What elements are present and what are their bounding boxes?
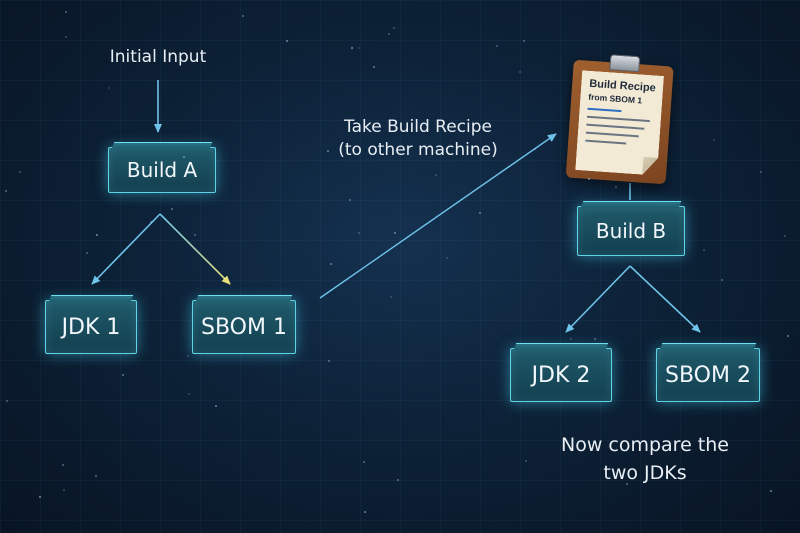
arrow-sbom-1-to-recipe [319, 133, 557, 299]
sparkle-dot [519, 71, 521, 73]
sparkle-dot [626, 483, 628, 485]
sparkle-dot [330, 263, 332, 265]
transfer-recipe-label: Take Build Recipe (to other machine) [318, 116, 518, 162]
node-jdk-1: JDK 1 [45, 300, 137, 354]
sparkle-dot [534, 148, 536, 150]
sparkle-dot [496, 45, 498, 47]
sparkle-dot [63, 489, 65, 491]
sparkle-dot [661, 89, 663, 91]
sparkle-dot [713, 139, 715, 141]
sparkle-dot [397, 479, 399, 481]
sparkle-dot [39, 496, 41, 498]
sparkle-dot [394, 232, 396, 234]
initial-input-label: Initial Input [109, 47, 207, 67]
sparkle-dot [194, 234, 196, 236]
sparkle-dot [150, 221, 152, 223]
sparkle-dot [446, 257, 448, 259]
sparkle-dot [5, 190, 7, 192]
sparkle-dot [327, 150, 329, 152]
sparkle-dot [188, 393, 190, 395]
sparkle-dot [286, 40, 288, 42]
sparkle-dot [183, 156, 185, 158]
sparkle-dot [215, 405, 217, 407]
sparkle-dot [6, 400, 8, 402]
arrow-build-b-to-sbom-2 [629, 265, 701, 333]
sparkle-dot [358, 47, 360, 49]
sparkle-dot [358, 232, 360, 234]
sparkle-dot [388, 33, 390, 35]
recipe-line [587, 116, 650, 122]
node-build-b: Build B [577, 206, 685, 256]
sparkle-dot [787, 335, 789, 337]
arrow-build-b-to-jdk-2 [565, 265, 631, 333]
transfer-recipe-label-line-2: (to other machine) [338, 139, 498, 160]
sparkle-dot [525, 460, 527, 462]
node-sbom-1-label: SBOM 1 [201, 314, 287, 340]
transfer-recipe-label-line-1: Take Build Recipe [344, 117, 492, 137]
sparkle-dot [661, 446, 663, 448]
sparkle-dot [328, 360, 330, 362]
node-sbom-1: SBOM 1 [192, 300, 296, 354]
sparkle-dot [65, 36, 67, 38]
sparkle-dot [784, 235, 786, 237]
sparkle-dot [363, 461, 365, 463]
sparkle-dot [171, 208, 173, 210]
sparkle-dot [86, 252, 88, 254]
sparkle-dot [373, 66, 375, 68]
recipe-subtitle: from SBOM 1 [588, 91, 643, 106]
sparkle-dot [62, 464, 64, 466]
sparkle-dot [351, 47, 353, 49]
clipboard-icon: Build Recipe from SBOM 1 [565, 52, 674, 185]
sparkle-dot [349, 199, 351, 201]
recipe-line [586, 124, 644, 130]
sparkle-dot [770, 490, 772, 492]
sparkle-dot [393, 27, 395, 29]
sparkle-dot [435, 174, 437, 176]
sparkle-dot [570, 338, 572, 340]
sparkle-dot [721, 279, 723, 281]
arrow-build-a-to-jdk-1 [91, 213, 161, 285]
sparkle-dot [364, 511, 366, 513]
sparkle-dot [95, 475, 97, 477]
sparkle-dot [523, 40, 525, 42]
sparkle-dot [594, 338, 596, 340]
sparkle-dot [108, 87, 110, 89]
sparkle-dot [479, 212, 481, 214]
sparkle-dot [390, 296, 392, 298]
sparkle-dot [760, 171, 762, 173]
arrow-build-a-to-sbom-1 [159, 213, 231, 285]
compare-label-line-2: two JDKs [603, 461, 687, 484]
sparkle-dot [96, 234, 98, 236]
sparkle-dot [65, 11, 67, 13]
node-jdk-2-label: JDK 2 [531, 362, 591, 388]
compare-label: Now compare the two JDKs [530, 432, 760, 487]
sparkle-dot [19, 171, 21, 173]
node-jdk-1-label: JDK 1 [61, 314, 121, 340]
sparkle-dot [586, 141, 588, 143]
node-build-b-label: Build B [595, 219, 667, 243]
node-build-a-label: Build A [126, 158, 198, 182]
compare-label-line-1: Now compare the [560, 434, 729, 456]
recipe-line [585, 140, 626, 145]
node-jdk-2: JDK 2 [510, 348, 612, 402]
sparkle-dot [242, 15, 244, 17]
recipe-line [586, 132, 639, 138]
sparkle-dot [588, 178, 590, 180]
node-sbom-2-label: SBOM 2 [665, 362, 751, 388]
sparkle-dot [122, 374, 124, 376]
sparkle-dot [703, 249, 705, 251]
clipboard-clip-icon [609, 54, 641, 73]
sparkle-dot [615, 186, 617, 188]
node-build-a: Build A [108, 147, 216, 193]
node-sbom-2: SBOM 2 [656, 348, 760, 402]
recipe-line-accent [587, 108, 621, 112]
sparkle-dot [187, 355, 189, 357]
